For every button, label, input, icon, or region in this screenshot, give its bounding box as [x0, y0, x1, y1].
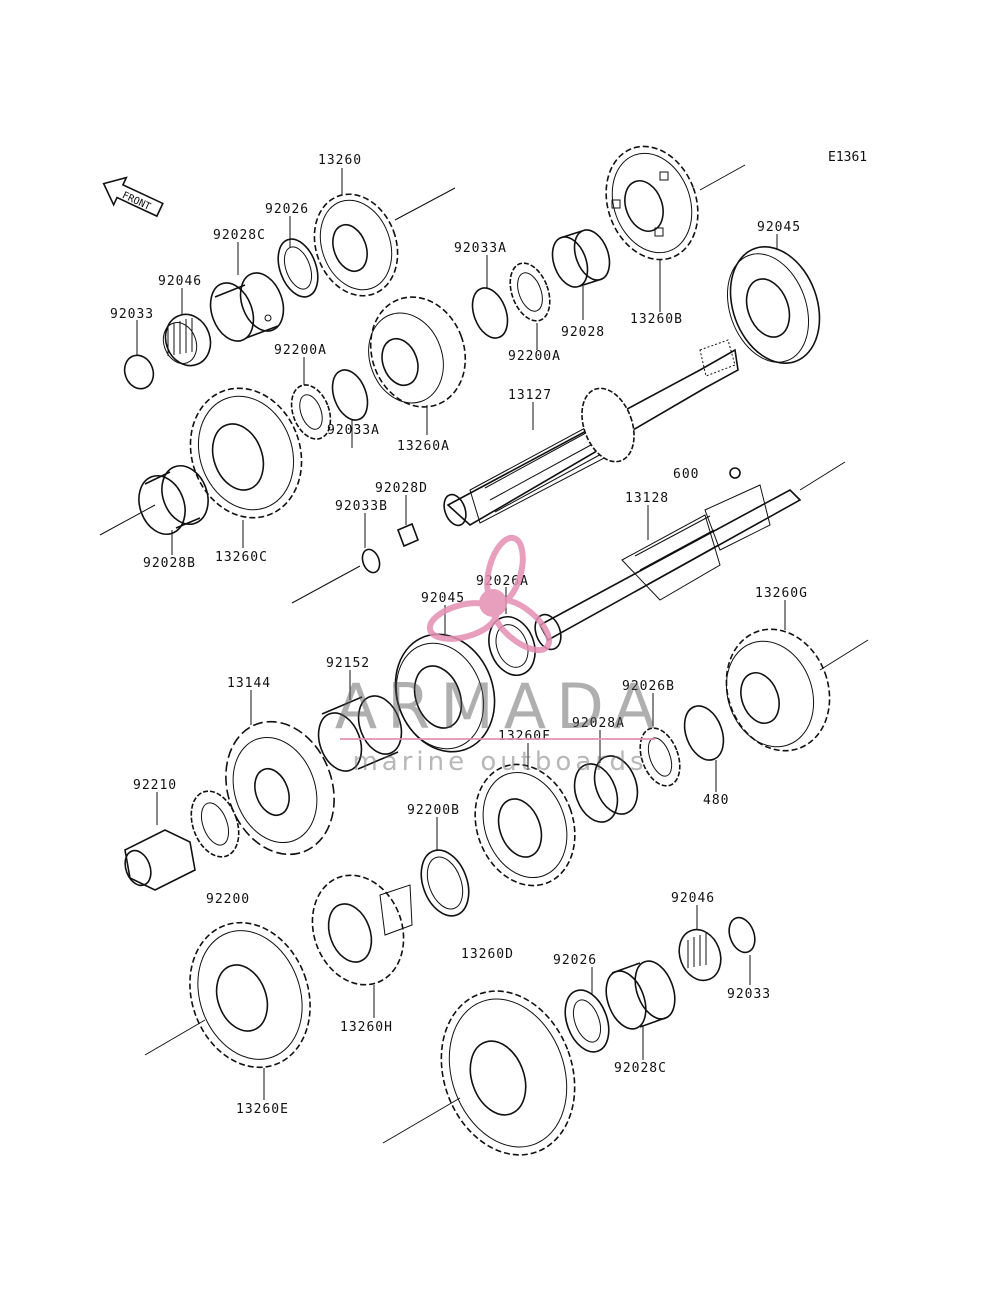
needle-bearing-92046: [162, 313, 212, 367]
label-480: 480: [703, 793, 729, 808]
collar-92028C-lower: [605, 960, 676, 1030]
label-92026: 92026: [265, 202, 309, 217]
label-92026B: 92026B: [622, 679, 675, 694]
label-13260D: 13260D: [461, 947, 514, 962]
gear-13260B: [605, 145, 699, 261]
part-600: [729, 467, 741, 479]
shaft-13128: [534, 484, 802, 651]
label-92033A: 92033A: [454, 241, 507, 256]
washer-92026-lower: [564, 989, 610, 1053]
label-92028C: 92028C: [213, 228, 266, 243]
circlip-92033-lower: [728, 916, 756, 954]
label-92028: 92028: [561, 325, 605, 340]
label-92045: 92045: [757, 220, 801, 235]
label-92046: 92046: [158, 274, 202, 289]
bearing-92045-mid: [394, 633, 496, 753]
label-92026-lower: 92026: [553, 953, 597, 968]
gear-13260E: [189, 921, 311, 1069]
label-92200A: 92200A: [508, 349, 561, 364]
label-13260F: 13260F: [498, 729, 551, 744]
label-13260C: 13260C: [215, 550, 268, 565]
propeller-logo-icon: [426, 534, 553, 654]
watermark: ARMADA marine outboards: [335, 534, 665, 777]
washer-92200A-lower: [290, 384, 332, 440]
collar-92028C: [209, 272, 285, 342]
label-92028B: 92028B: [143, 556, 196, 571]
collar-92152: [317, 695, 403, 772]
bushing-92028A: [573, 755, 639, 823]
label-13260E: 13260E: [236, 1102, 289, 1117]
label-13260: 13260: [318, 153, 362, 168]
label-92033: 92033: [110, 307, 154, 322]
washer-92200: [190, 790, 240, 858]
label-92033B: 92033B: [335, 499, 388, 514]
label-92152: 92152: [326, 656, 370, 671]
gear-13260: [313, 193, 399, 297]
label-92200B: 92200B: [407, 803, 460, 818]
washer-92026A: [488, 616, 536, 676]
front-label: FRONT: [120, 190, 152, 213]
gear-13260A: [368, 296, 467, 408]
label-92033A-lower: 92033A: [327, 423, 380, 438]
gear-13260D: [440, 990, 576, 1156]
watermark-tagline: marine outboards: [352, 747, 647, 777]
circlip-480: [683, 705, 725, 761]
label-13144: 13144: [227, 676, 271, 691]
collar-92028D: [396, 522, 420, 548]
circlip-92033B: [361, 548, 381, 574]
washer-92200A-top: [509, 262, 551, 322]
gear-13260F: [474, 763, 576, 887]
label-13127: 13127: [508, 388, 552, 403]
front-arrow-icon: FRONT: [102, 176, 164, 218]
shaft-13127: [443, 339, 739, 527]
label-92046-lower: 92046: [671, 891, 715, 906]
washer-92200B: [420, 849, 470, 917]
label-600: 600: [673, 467, 699, 482]
diagram-code: E1361: [828, 150, 867, 165]
label-13128: 13128: [625, 491, 669, 506]
gear-13260C: [189, 387, 303, 519]
label-92200A-lower: 92200A: [274, 343, 327, 358]
label-92210: 92210: [133, 778, 177, 793]
label-92028A: 92028A: [572, 716, 625, 731]
bushing-92028: [551, 229, 611, 288]
bearing-92045-top: [726, 246, 821, 364]
watermark-brand: ARMADA: [335, 670, 665, 743]
circlip-92033: [123, 354, 155, 390]
label-13260A: 13260A: [397, 439, 450, 454]
sprocket-13144: [225, 720, 335, 856]
part-labels: 13260 92026 92028C 92046 92033 92033A 92…: [110, 153, 808, 1117]
circlip-92033A-top: [471, 287, 509, 339]
label-92045-mid: 92045: [421, 591, 465, 606]
needle-bearing-92046-lower: [678, 928, 722, 982]
gear-13260G: [725, 628, 831, 752]
label-13260B: 13260B: [630, 312, 683, 327]
label-92028C-lower: 92028C: [614, 1061, 667, 1076]
label-92200: 92200: [206, 892, 250, 907]
label-92028D: 92028D: [375, 481, 428, 496]
label-13260G: 13260G: [755, 586, 808, 601]
label-13260H: 13260H: [340, 1020, 393, 1035]
label-92033-lower: 92033: [727, 987, 771, 1002]
circlip-92033A-lower: [331, 369, 369, 421]
gear-13260H: [311, 874, 413, 986]
nut-92210: [124, 829, 196, 891]
leader-lines: [136, 168, 786, 1100]
